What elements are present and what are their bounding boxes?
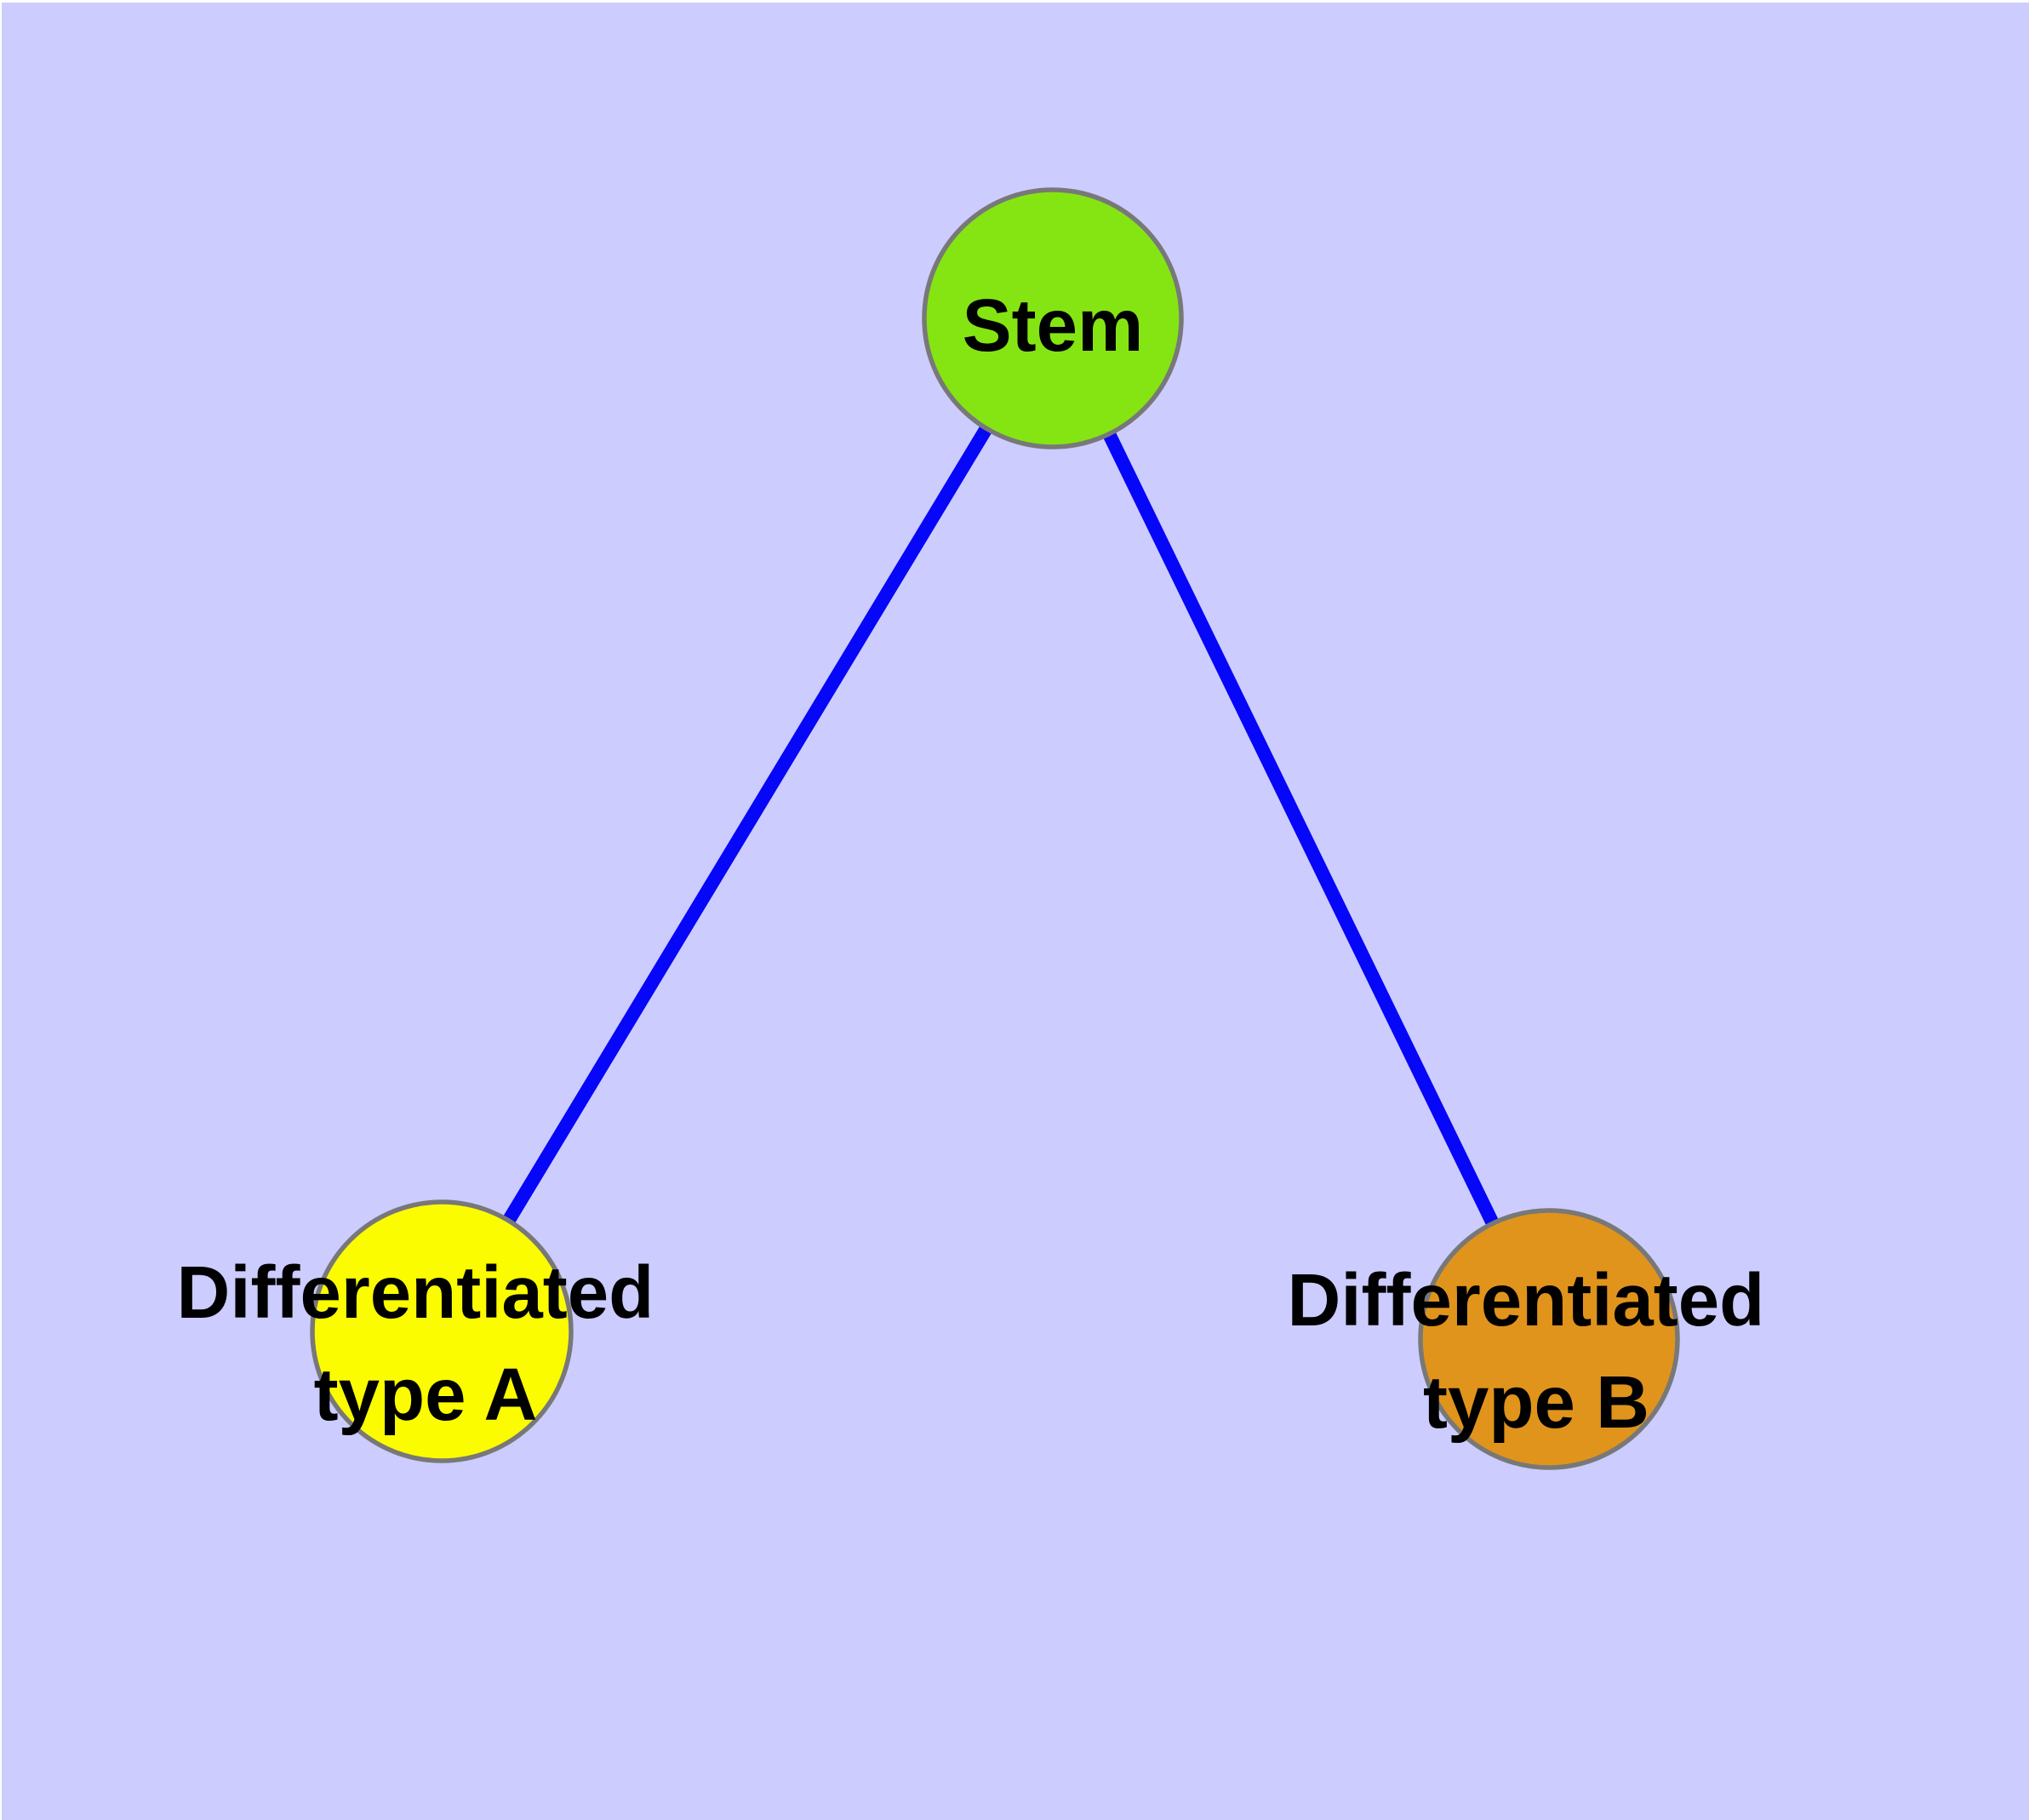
- edge-stem-to-type-b: [1046, 315, 1556, 1342]
- nodes-layer: Stem Differentiated type A Differentiate…: [177, 187, 1786, 1470]
- stem-node-circle: [922, 187, 1184, 449]
- type-a-label-line2: type A: [314, 1354, 538, 1436]
- edges-layer: [436, 314, 1556, 1342]
- node-stem: Stem: [922, 187, 1184, 449]
- type-a-node-label: Differentiated type A: [177, 1251, 675, 1436]
- type-a-label-line1: Differentiated: [177, 1251, 654, 1334]
- type-b-node-label: Differentiated type B: [1288, 1259, 1786, 1444]
- node-differentiated-type-b: Differentiated type B: [1288, 1208, 1786, 1470]
- stem-node-label: Stem: [963, 284, 1144, 367]
- type-b-label-line1: Differentiated: [1288, 1259, 1765, 1342]
- type-a-node-circle: [310, 1199, 574, 1463]
- type-b-node-circle: [1418, 1208, 1680, 1470]
- node-differentiated-type-a: Differentiated type A: [177, 1199, 675, 1463]
- edge-stem-to-type-a: [436, 314, 1059, 1336]
- type-b-label-line2: type B: [1423, 1361, 1649, 1444]
